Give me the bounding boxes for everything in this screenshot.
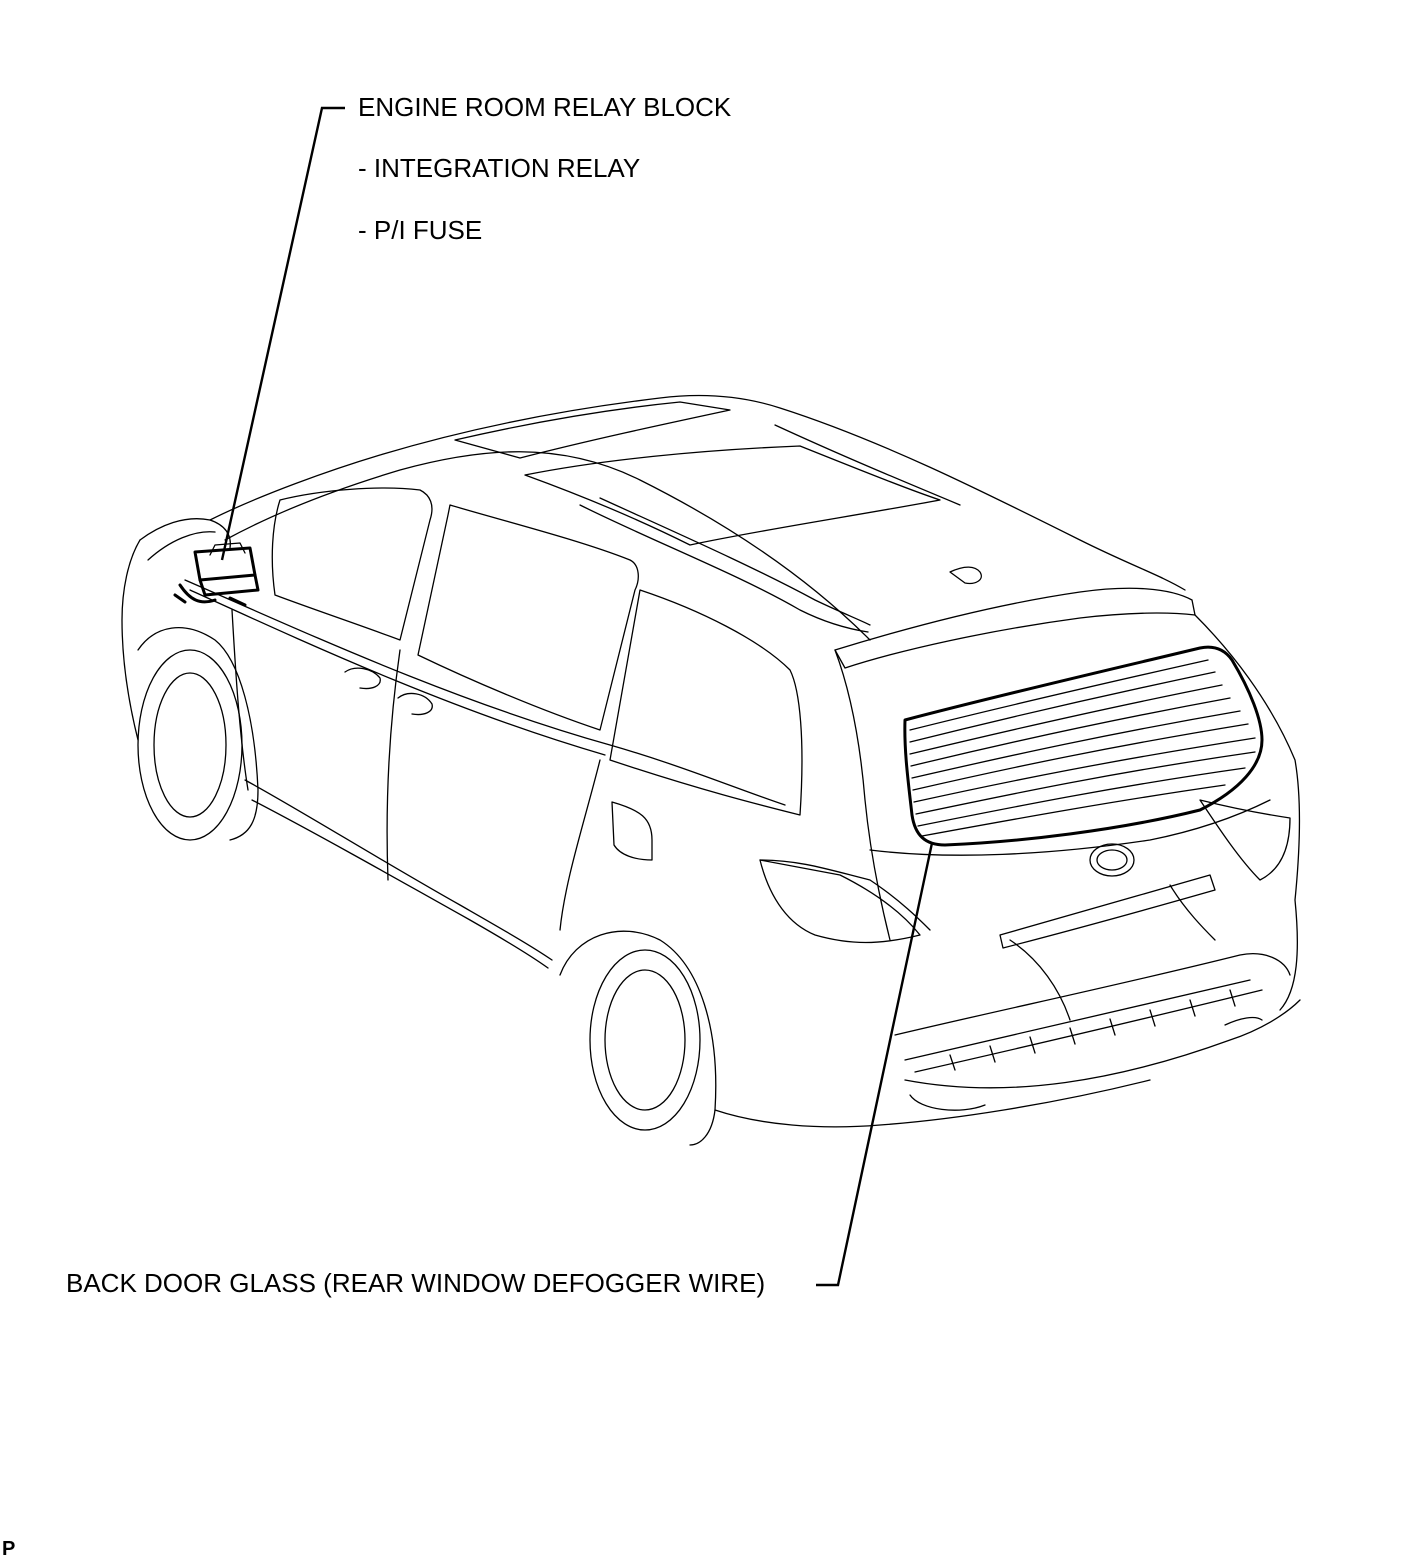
vehicle-body <box>121 394 1301 1146</box>
label-back-door-glass: BACK DOOR GLASS (REAR WINDOW DEFOGGER WI… <box>66 1268 766 1298</box>
back-door-glass-defogger-icon <box>903 645 1264 847</box>
label-integration-relay: - INTEGRATION RELAY <box>358 153 641 183</box>
label-engine-room-relay-block: ENGINE ROOM RELAY BLOCK <box>358 92 732 122</box>
label-pi-fuse: - P/I FUSE <box>358 215 483 245</box>
corner-code: P <box>2 1538 16 1560</box>
engine-room-relay-block-icon <box>173 542 260 607</box>
leader-line-back-door-glass <box>816 842 934 1287</box>
leader-line-relay-block <box>220 106 345 561</box>
